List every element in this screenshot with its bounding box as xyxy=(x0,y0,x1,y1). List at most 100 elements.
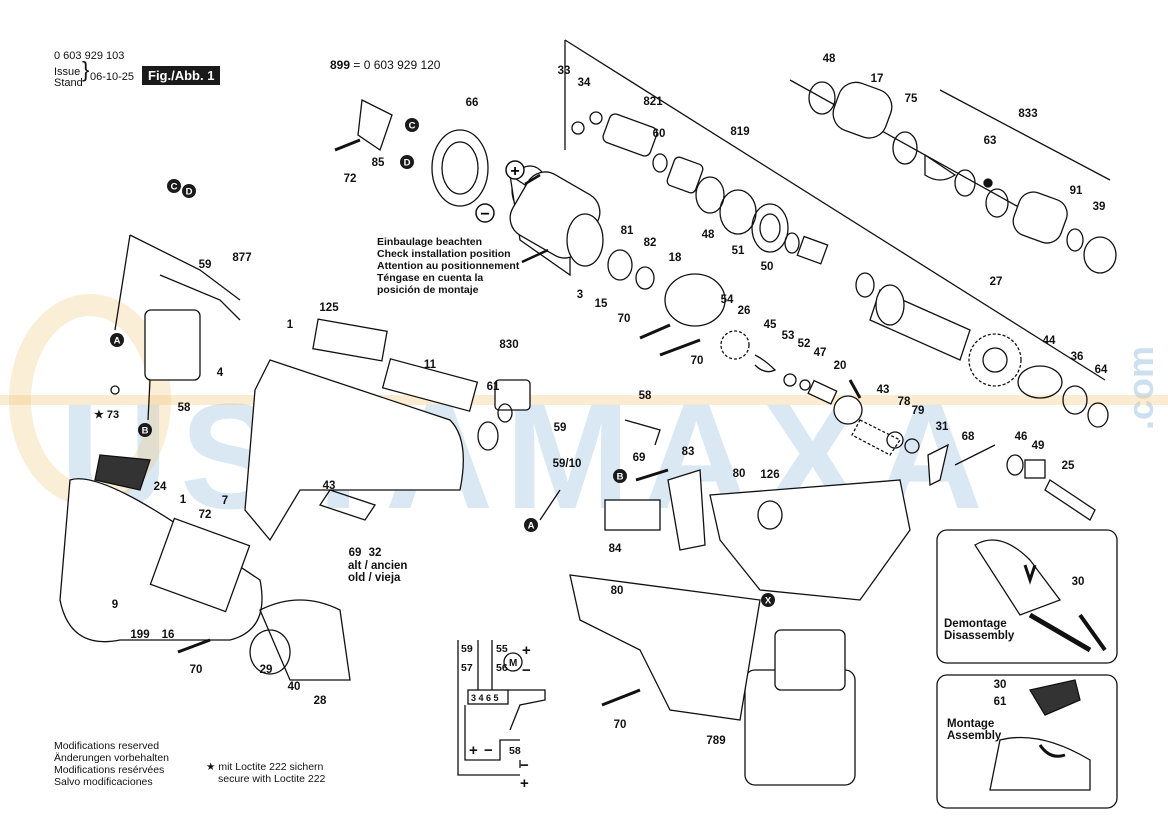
install-line: Check installation position xyxy=(377,248,511,260)
issue-label: Issue xyxy=(54,66,81,78)
part-label: 70 xyxy=(691,355,704,367)
part-label: 66 xyxy=(466,97,479,109)
part-label: 82 xyxy=(644,237,657,249)
part-label: 11 xyxy=(424,359,437,371)
montage-text: Montage xyxy=(947,718,995,730)
part-label: 29 xyxy=(260,664,273,676)
demontage-text: Demontage xyxy=(944,618,1007,630)
motor-part xyxy=(509,165,604,277)
svg-text:+: + xyxy=(510,163,519,180)
part-label: 60 xyxy=(653,128,666,140)
svg-text:D: D xyxy=(186,187,193,198)
part-label: 46 xyxy=(1015,431,1028,443)
part-label: 30 xyxy=(994,679,1007,691)
part-label: 79 xyxy=(912,405,925,417)
issue-date: 06-10-25 xyxy=(90,71,135,83)
part-label: 58 xyxy=(178,402,191,414)
wiring-diagram xyxy=(457,640,546,776)
loctite-line-2: secure with Loctite 222 xyxy=(218,773,326,785)
part-label: 70 xyxy=(614,719,627,731)
svg-text:A: A xyxy=(528,521,535,532)
star-73-label: ★ 73 xyxy=(94,409,120,421)
part-label: 830 xyxy=(499,339,518,351)
svg-text:B: B xyxy=(617,472,624,483)
part-label: 819 xyxy=(730,126,749,138)
marker-a-icon: A xyxy=(524,518,538,532)
part-label: 59 xyxy=(554,422,567,434)
install-line: posición de montaje xyxy=(377,284,479,296)
disassembly-text: Disassembly xyxy=(944,630,1015,642)
part-label: 52 xyxy=(798,338,811,350)
mod-line: Modifications reserved xyxy=(54,740,160,752)
part-label: 27 xyxy=(990,276,1003,288)
part-label: 3 xyxy=(577,289,583,301)
wiring-minus1: − xyxy=(522,662,531,679)
alt-line-1: alt / ancien xyxy=(348,560,408,572)
housing-half xyxy=(244,359,464,542)
wiring-minus2: − xyxy=(484,742,493,759)
marker-d-icon: D xyxy=(400,155,414,169)
part-label: 83 xyxy=(682,446,695,458)
part-label: 49 xyxy=(1032,440,1045,452)
mod-line: Salvo modificaciones xyxy=(54,776,153,788)
label-11 xyxy=(381,358,479,412)
stand-label: Stand xyxy=(54,77,83,89)
part-label: 84 xyxy=(609,543,622,555)
part-label: 1 xyxy=(287,319,294,331)
svg-text:B: B xyxy=(142,426,149,437)
part-label: 75 xyxy=(905,93,918,105)
wiring-plus3: + xyxy=(520,775,529,792)
part-label: 39 xyxy=(1093,201,1106,213)
part-label: 59/10 xyxy=(553,458,582,470)
svg-text:−: − xyxy=(480,206,489,223)
part-label: 28 xyxy=(314,695,327,707)
part-label: 85 xyxy=(372,157,385,169)
wiring-label: 59 xyxy=(461,643,473,655)
svg-text:X: X xyxy=(765,596,772,607)
svg-text:D: D xyxy=(404,158,411,169)
marker-c-icon: C xyxy=(405,118,419,132)
part-label: 26 xyxy=(738,305,751,317)
part-label: 54 xyxy=(721,294,734,306)
wiring-label: 58 xyxy=(509,745,521,757)
part-label: 18 xyxy=(669,252,682,264)
part-label: 32 xyxy=(369,547,382,559)
assembly-text: Assembly xyxy=(947,730,1002,742)
part-label: 1 xyxy=(180,494,187,506)
part-label: 877 xyxy=(232,252,251,264)
loctite-note: ★ mit Loctite 222 sichern secure with Lo… xyxy=(206,761,325,785)
inset-disassembly xyxy=(936,529,1118,664)
marker-c-icon: C xyxy=(167,179,181,193)
part-label: 72 xyxy=(344,173,357,185)
part-label: 24 xyxy=(154,481,167,493)
part-label: 4 xyxy=(217,367,224,379)
part-label: 7 xyxy=(222,495,228,507)
part-label: 30 xyxy=(1072,576,1085,588)
marker-b-icon: B xyxy=(138,423,152,437)
part-label: 43 xyxy=(877,384,890,396)
part-label: 51 xyxy=(732,245,745,257)
housing-80-bottom xyxy=(569,574,761,721)
star-icon: ★ xyxy=(206,761,216,773)
plate-85 xyxy=(357,99,393,152)
part-label: 69 xyxy=(349,547,362,559)
part-label: 78 xyxy=(898,396,911,408)
bracket-833-line xyxy=(564,39,1106,381)
part-label: 91 xyxy=(1070,185,1083,197)
part-label: 199 xyxy=(130,629,149,641)
wiring-minus3: − xyxy=(520,757,529,774)
variant-eq: = xyxy=(353,58,361,72)
part-number: 0 603 929 103 xyxy=(54,50,125,62)
part-label: 47 xyxy=(814,347,827,359)
svg-text:A: A xyxy=(114,336,121,347)
variant-code: 899 xyxy=(330,58,351,72)
alt-line-2: old / vieja xyxy=(348,572,401,584)
svg-text:C: C xyxy=(409,121,416,132)
part-label: 59 xyxy=(199,259,212,271)
alt-note: alt / ancien old / vieja xyxy=(348,560,407,584)
part-label: 25 xyxy=(1062,460,1075,472)
part-label: 80 xyxy=(611,585,624,597)
part-label: 43 xyxy=(323,480,336,492)
figure-label: Fig./Abb. 1 xyxy=(142,66,221,85)
